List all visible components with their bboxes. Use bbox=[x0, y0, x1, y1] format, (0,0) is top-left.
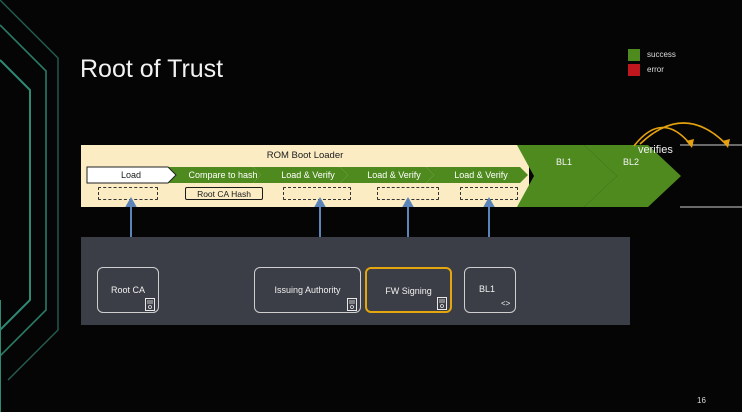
stage-load-verify-2: Load & Verify bbox=[367, 170, 421, 180]
issuing-authority-label: Issuing Authority bbox=[274, 285, 341, 295]
legend-error: error bbox=[628, 62, 676, 77]
root-ca-hash: Root CA Hash bbox=[185, 187, 263, 200]
stage-load-verify-1: Load & Verify bbox=[281, 170, 335, 180]
slide-title: Root of Trust bbox=[80, 55, 224, 83]
verify-slot-3 bbox=[460, 187, 518, 200]
bl1-card-label: BL1 bbox=[479, 284, 496, 294]
root-ca-label: Root CA bbox=[110, 285, 145, 295]
legend-error-label: error bbox=[647, 65, 664, 74]
rom-boot-loader: ROM Boot Loader Load Compare to hash Loa… bbox=[81, 145, 529, 207]
verifies-label: verifies bbox=[638, 144, 673, 156]
certificate-icon bbox=[145, 298, 155, 311]
verify-slot-1 bbox=[283, 187, 351, 200]
fw-signing-label: FW Signing bbox=[385, 286, 432, 296]
load-slot bbox=[98, 187, 158, 200]
bl1-card: BL1 <> bbox=[464, 267, 516, 313]
bl2-label: BL2 bbox=[623, 157, 640, 167]
fw-signing-card: FW Signing bbox=[365, 267, 452, 313]
stage-load-verify-3: Load & Verify bbox=[454, 170, 508, 180]
certificate-icon bbox=[347, 298, 357, 311]
certificate-icon bbox=[437, 297, 447, 310]
root-ca-card: Root CA bbox=[97, 267, 159, 313]
legend-success-label: success bbox=[647, 50, 676, 59]
success-swatch bbox=[628, 48, 640, 61]
error-swatch bbox=[628, 63, 640, 76]
stage-load: Load bbox=[120, 170, 142, 180]
legend-success: success bbox=[628, 47, 676, 62]
issuing-authority-card: Issuing Authority bbox=[254, 267, 361, 313]
legend: success error bbox=[628, 47, 676, 77]
bl1-label: BL1 bbox=[556, 157, 573, 167]
page-number: 16 bbox=[697, 396, 706, 405]
verify-slot-2 bbox=[377, 187, 439, 200]
stage-compare-to-hash: Compare to hash bbox=[188, 170, 258, 180]
code-icon: <> bbox=[501, 299, 511, 308]
rom-boot-loader-title: ROM Boot Loader bbox=[266, 150, 344, 161]
